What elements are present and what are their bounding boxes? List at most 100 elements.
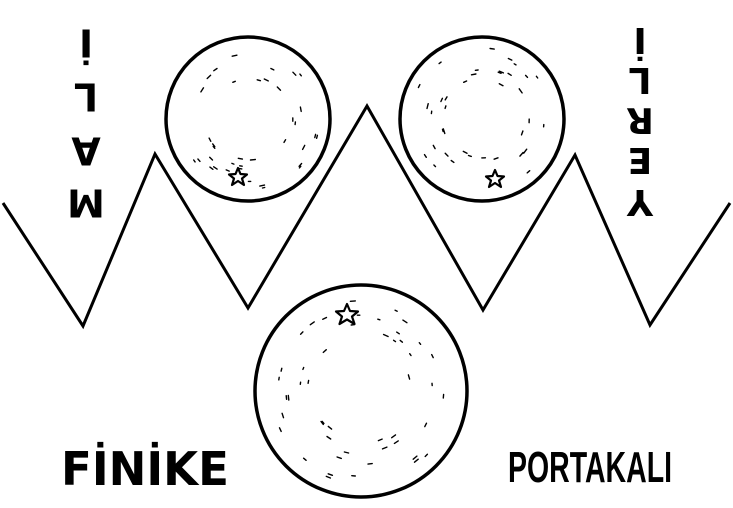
peel-dot (392, 339, 397, 343)
peel-dot (322, 349, 327, 354)
peel-dot (518, 88, 523, 94)
peel-dot (302, 366, 305, 371)
peel-dot (283, 138, 287, 144)
peel-dot (276, 86, 282, 91)
peel-dot (513, 63, 517, 66)
peel-dot (463, 80, 468, 84)
peel-dot (231, 162, 235, 165)
peel-dot (301, 144, 306, 151)
peel-dot (197, 158, 201, 163)
peel-dot (367, 462, 373, 465)
peel-dot (402, 319, 408, 324)
peel-dot (444, 105, 447, 110)
peel-dot (467, 154, 472, 158)
peel-dot (211, 143, 216, 148)
orange-top-left (164, 35, 332, 203)
peel-dot (336, 456, 342, 460)
peel-dot (325, 475, 332, 479)
peel-dot (302, 457, 307, 461)
peel-dot (299, 331, 304, 335)
peel-dot (343, 451, 350, 454)
peel-dot (307, 379, 310, 384)
peel-dot (314, 133, 317, 139)
letter: M (67, 181, 105, 225)
peel-dot (523, 148, 528, 154)
peel-dot (498, 70, 505, 74)
orange-peel-texture (417, 47, 545, 174)
peel-dot (535, 75, 539, 79)
peel-dot (259, 184, 266, 187)
orange-stem-star (484, 168, 506, 189)
letter: E (628, 139, 653, 180)
peel-dot (281, 412, 285, 419)
peel-dot (394, 309, 398, 312)
peel-dot (280, 367, 283, 372)
peel-dot (519, 151, 524, 157)
letter: L (74, 75, 98, 119)
peel-dot (200, 87, 205, 93)
peel-dot (440, 97, 444, 103)
orange-peel-texture (192, 54, 319, 189)
peel-dot (377, 438, 383, 442)
peel-dot (208, 137, 212, 143)
letter: İ (633, 19, 646, 61)
peel-dot (382, 333, 389, 338)
peel-dot (298, 165, 302, 169)
peel-dot (433, 164, 437, 168)
peel-dot (326, 435, 332, 440)
orange-stem-star (334, 302, 360, 326)
peel-dot (377, 318, 381, 321)
letter: R (626, 99, 654, 140)
orange-stem-star (227, 166, 249, 187)
peel-dot (249, 158, 257, 161)
peel-dot (498, 82, 504, 87)
peel-dot (322, 316, 328, 320)
peel-dot (256, 79, 262, 82)
peel-dot (396, 331, 400, 335)
peel-dot (526, 169, 531, 174)
peel-dot (381, 446, 388, 450)
peel-dot (299, 106, 302, 113)
peel-dot (232, 80, 237, 84)
peel-dot (423, 153, 427, 159)
peel-dot (524, 74, 529, 79)
peel-dot (212, 166, 218, 170)
peel-dot (327, 473, 334, 476)
peel-dot (412, 455, 418, 460)
letter: Y (626, 181, 654, 222)
peel-dot (417, 83, 421, 89)
peel-dot (309, 321, 315, 326)
peel-dot (213, 67, 218, 72)
peel-dot (431, 353, 434, 359)
peel-dot (292, 71, 297, 76)
peel-dot (263, 78, 269, 82)
orange-top-right (398, 35, 566, 203)
crown-zigzag-outline (1, 103, 732, 330)
peel-dot (470, 73, 477, 76)
peel-dot (493, 157, 499, 160)
peel-dot (225, 169, 230, 172)
peel-dot (444, 96, 448, 101)
peel-dot (418, 342, 422, 345)
peel-dot (212, 145, 216, 150)
peel-dot (432, 144, 436, 150)
orange-peel-texture (278, 300, 445, 479)
peel-dot (444, 152, 449, 157)
peel-dot (426, 102, 429, 110)
peel-dot (441, 128, 444, 133)
letter: İ (79, 21, 93, 65)
peel-dot (206, 74, 212, 80)
peel-dot (507, 57, 513, 61)
peel-dot (413, 458, 419, 463)
peel-dot (520, 130, 524, 136)
peel-dot (424, 453, 429, 458)
peel-dot (278, 427, 282, 433)
peel-dot (299, 73, 302, 77)
peel-dot (261, 186, 266, 189)
letter: A (71, 129, 101, 173)
peel-dot (287, 394, 290, 401)
peel-dot (208, 156, 214, 161)
peel-dot (327, 425, 333, 430)
peel-dot (438, 61, 442, 65)
